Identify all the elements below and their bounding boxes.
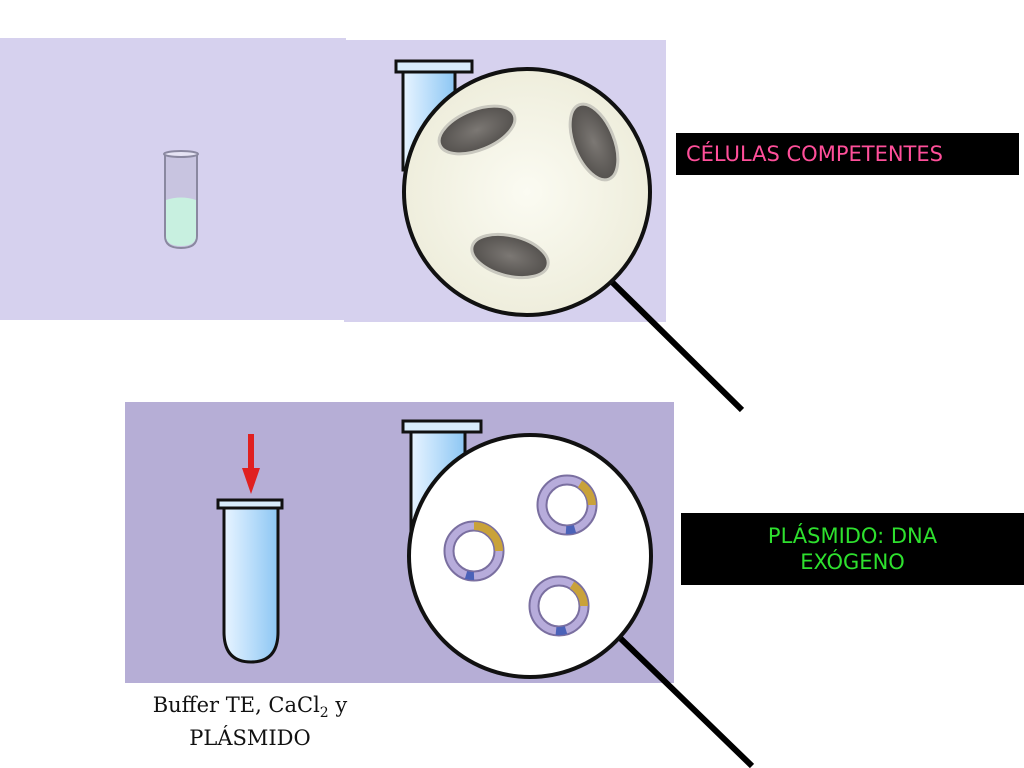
plasmid-label-line2: EXÓGENO — [800, 550, 905, 574]
caption-text-1: Buffer TE, CaCl — [152, 693, 320, 717]
competent-cells-label: CÉLULAS COMPETENTES — [676, 133, 1019, 175]
bacterium-2 — [568, 102, 620, 182]
tube-caption: Buffer TE, CaCl2 y PLÁSMIDO — [140, 690, 360, 754]
bottom-magnifier — [407, 433, 755, 768]
caption-subscript: 2 — [319, 705, 329, 721]
red-arrow — [242, 434, 260, 494]
plasmid-1 — [443, 520, 505, 582]
big-test-tube — [216, 498, 284, 664]
top-magnifier — [402, 67, 745, 413]
plasmid-label: PLÁSMIDO: DNA EXÓGENO — [681, 513, 1024, 585]
bacterium-3 — [470, 232, 550, 280]
caption-text-2: y — [328, 693, 348, 717]
plasmid-3 — [528, 575, 590, 637]
competent-cells-text: CÉLULAS COMPETENTES — [686, 141, 943, 166]
small-test-tube — [163, 150, 199, 250]
caption-line2: PLÁSMIDO — [189, 726, 311, 751]
caption-line1: Buffer TE, CaCl2 y — [140, 690, 360, 723]
bacterium-1 — [437, 104, 517, 156]
plasmid-label-line1: PLÁSMIDO: DNA — [767, 523, 938, 548]
plasmid-2 — [536, 474, 598, 536]
